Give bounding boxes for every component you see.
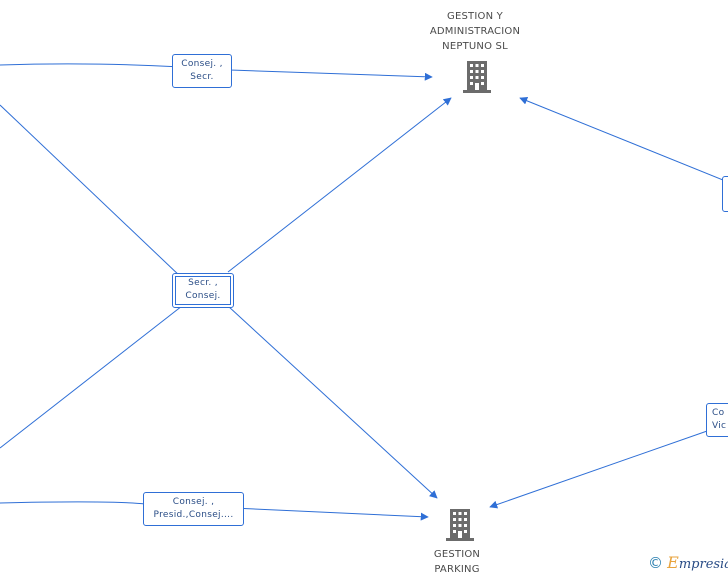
relation-bottom-line1: Consej. , bbox=[172, 497, 215, 507]
edge-center-to-neptuno bbox=[227, 97, 452, 273]
edge-rightbottom-to-parking bbox=[489, 429, 711, 509]
edge-righttop-to-neptuno bbox=[519, 96, 728, 183]
empresia-logo: © Empresia bbox=[648, 553, 728, 572]
company-parking-line2: PARKING bbox=[434, 564, 480, 575]
company-neptuno-line3: NEPTUNO SL bbox=[442, 41, 508, 52]
relation-label-right-top[interactable] bbox=[722, 176, 728, 212]
relation-label-bottom[interactable]: Consej. , Presid.,Consej.... bbox=[143, 492, 244, 526]
brand-initial: E bbox=[667, 553, 679, 572]
copyright-icon: © bbox=[648, 554, 663, 572]
company-parking-label[interactable]: GESTION PARKING bbox=[407, 547, 507, 577]
relation-right-bottom-line2: Vic bbox=[712, 421, 727, 431]
relation-label-top[interactable]: Consej. , Secr. bbox=[172, 54, 232, 88]
edge-bottom-to-parking bbox=[0, 501, 429, 521]
relation-top-line2: Secr. bbox=[190, 72, 214, 82]
building-icon[interactable] bbox=[444, 507, 476, 543]
company-neptuno-label[interactable]: GESTION Y ADMINISTRACION NEPTUNO SL bbox=[415, 9, 535, 54]
company-neptuno-line2: ADMINISTRACION bbox=[429, 26, 521, 37]
company-parking-line1: GESTION bbox=[433, 549, 481, 560]
relation-center-line1: Secr. , bbox=[188, 278, 218, 288]
relation-bottom-line2: Presid.,Consej.... bbox=[153, 510, 234, 520]
brand-name: mpresia bbox=[678, 557, 728, 572]
building-icon[interactable] bbox=[461, 59, 493, 95]
edge-bottomleft-to-center bbox=[0, 305, 183, 449]
relation-label-right-bottom[interactable]: Co Vic bbox=[706, 403, 728, 437]
relation-top-line1: Consej. , bbox=[181, 59, 223, 69]
edge-center-to-parking bbox=[227, 305, 438, 499]
relation-center-line2: Consej. bbox=[185, 291, 221, 301]
relation-right-bottom-line1: Co bbox=[712, 408, 725, 418]
edge-left-to-center bbox=[0, 104, 183, 279]
relation-label-center[interactable]: Secr. , Consej. bbox=[172, 273, 234, 308]
company-neptuno-line1: GESTION Y bbox=[447, 11, 503, 22]
